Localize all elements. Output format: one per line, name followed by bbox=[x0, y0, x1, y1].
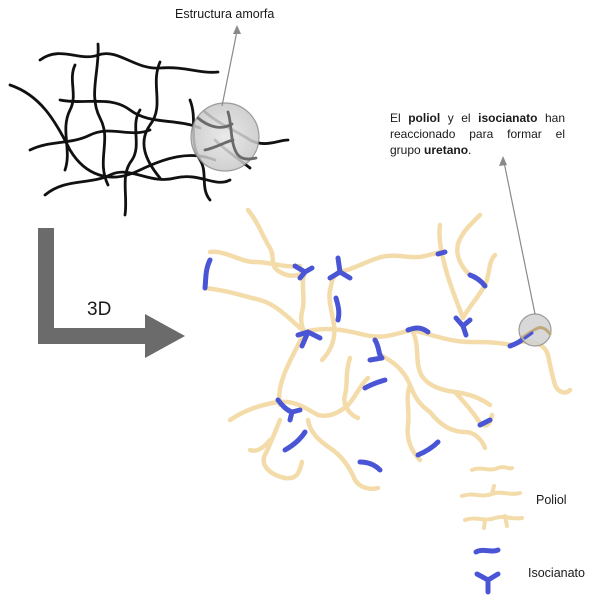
polymer-network-3d bbox=[202, 207, 573, 491]
amorphous-lens bbox=[190, 102, 260, 172]
amorphous-pointer bbox=[221, 25, 241, 107]
isocianato-segments bbox=[202, 249, 527, 473]
poliol-chains bbox=[202, 207, 573, 491]
note-text-4: . bbox=[468, 143, 472, 157]
note-text-2: y el bbox=[440, 111, 479, 125]
legend-poliol-icon bbox=[460, 465, 524, 530]
note-bold-poliol: poliol bbox=[408, 111, 441, 125]
three-d-label: 3D bbox=[87, 299, 112, 320]
legend-poliol-label: Poliol bbox=[536, 493, 567, 507]
note-bold-isocianato: isocianato bbox=[478, 111, 538, 125]
urethane-note: El poliol y el isocianato han reaccionad… bbox=[390, 110, 565, 158]
legend-isocianato-label: Isocianato bbox=[528, 566, 585, 580]
note-bold-uretano: uretano bbox=[424, 143, 469, 157]
transition-arrow bbox=[38, 228, 185, 358]
note-text-1: El bbox=[390, 111, 409, 125]
note-pointer bbox=[499, 156, 536, 315]
legend-isocianato-icon bbox=[473, 547, 501, 595]
note-text-3: han reaccionado para formar el grupo bbox=[390, 111, 566, 157]
network-lens bbox=[518, 313, 552, 347]
amorphous-structure-label: Estructura amorfa bbox=[175, 7, 275, 21]
